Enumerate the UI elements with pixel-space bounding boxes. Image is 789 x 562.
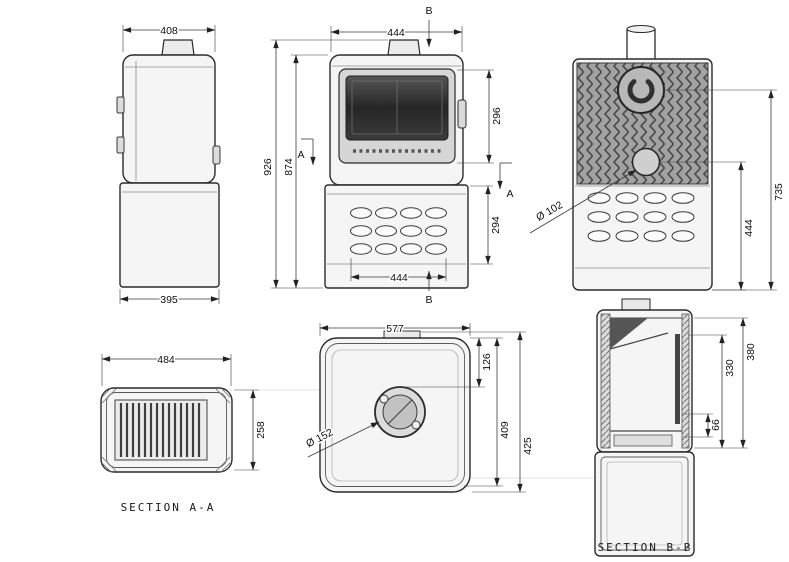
section-letter-a-left: A [297, 149, 304, 161]
section-bb-label: SECTION B-B [598, 541, 693, 554]
panel-lines [575, 185, 710, 269]
log-store-section [594, 451, 695, 557]
baffle-plate [609, 332, 669, 350]
dim-label: 926 [262, 158, 274, 176]
back-view: Ø 102 444 735 [529, 24, 787, 291]
dim-outlet-height: 444 [660, 161, 757, 291]
plan-view: Ø 152 577 126 409 425 [303, 321, 536, 493]
section-cut-a: A A [296, 138, 515, 202]
inner-wall [106, 392, 227, 468]
flue-clamp [627, 79, 655, 104]
side-view: 408 395 [116, 23, 221, 308]
left-wall-hatch [600, 313, 611, 449]
dim-label: 484 [157, 354, 175, 366]
corner-hatching [101, 387, 231, 473]
dim-base-height: 294 [470, 185, 504, 265]
dim-label: 330 [724, 359, 736, 377]
front-view: B B A A 444 926 874 [260, 3, 515, 307]
firebox-body [122, 54, 216, 184]
section-bb-view: 380 330 66 SECTION B-B [594, 298, 759, 557]
vent-holes [587, 192, 695, 242]
section-aa-label: SECTION A-A [121, 501, 216, 514]
dim-glass-height: 296 [457, 69, 505, 164]
dim-label: 294 [490, 216, 502, 234]
log-store-body [119, 182, 220, 288]
section-letter-b-bottom: B [425, 294, 432, 306]
dim-overall-height: 380 [694, 317, 759, 449]
dim-label: 425 [522, 437, 534, 455]
inner-wall [325, 343, 465, 487]
dim-width-top: 444 [330, 25, 463, 52]
panel-lines [125, 61, 213, 181]
dim-label: 395 [160, 294, 178, 306]
dim-depth: 258 [234, 389, 269, 471]
log-store-inner-2 [606, 461, 683, 546]
section-letter-a-right: A [506, 188, 513, 200]
grille-bars [119, 403, 201, 457]
bolt-hole [379, 394, 389, 404]
dim-height-body: 874 [281, 54, 328, 289]
section-letter-b-top: B [425, 5, 432, 17]
bolt-hole [411, 420, 421, 430]
dim-label: 296 [491, 107, 503, 125]
hinge-top [116, 96, 125, 114]
log-store-inner [600, 456, 689, 551]
dim-label: 577 [386, 323, 404, 335]
door-glass-section [675, 334, 680, 424]
dim-width-bottom: 444 [350, 258, 447, 286]
dim-flue-height: 735 [664, 89, 787, 291]
dim-depth-top: 408 [122, 23, 216, 52]
dim-label: 380 [745, 343, 757, 361]
dim-depth-bottom: 395 [119, 289, 220, 308]
flue-collar [387, 39, 421, 56]
door-latch [212, 145, 221, 165]
dim-label: 66 [710, 419, 722, 431]
dim-label: 409 [499, 421, 511, 439]
flue-collar [161, 39, 195, 56]
rear-outlet [631, 147, 661, 177]
dim-label: 444 [390, 272, 408, 284]
dim-label: 735 [773, 183, 785, 201]
inner-wall-2 [331, 349, 459, 482]
dim-label: 444 [387, 27, 405, 39]
dim-grate-height: 66 [683, 413, 724, 438]
lip-lines [327, 193, 466, 265]
flue-pipe-top [626, 24, 656, 34]
baffle [610, 318, 648, 349]
dim-depth-inner: 409 [464, 337, 513, 487]
door-handle [457, 99, 467, 129]
flue-opening [617, 66, 665, 114]
vent-holes [350, 207, 447, 255]
dim-label: 408 [160, 25, 178, 37]
damper-handle [387, 399, 413, 425]
hinge-bottom [116, 136, 125, 154]
section-aa-view: 484 258 SECTION A-A [100, 352, 269, 514]
ash-pan [613, 434, 673, 447]
dim-label: 444 [743, 219, 755, 237]
dim-width: 577 [319, 321, 471, 337]
flue-pipe [626, 29, 656, 59]
right-wall-hatch [681, 313, 690, 449]
dim-label: 874 [283, 158, 295, 176]
dim-width: 484 [101, 352, 232, 386]
grille [114, 399, 208, 461]
dim-label: 126 [481, 353, 493, 371]
dim-depth-outer: 425 [421, 331, 536, 493]
flue-stub [621, 298, 651, 312]
dim-label: Ø 102 [534, 199, 565, 224]
dim-label: 258 [255, 421, 267, 439]
dim-flue-offset: 126 [403, 337, 503, 388]
dim-firebox-height: 330 [688, 334, 738, 449]
